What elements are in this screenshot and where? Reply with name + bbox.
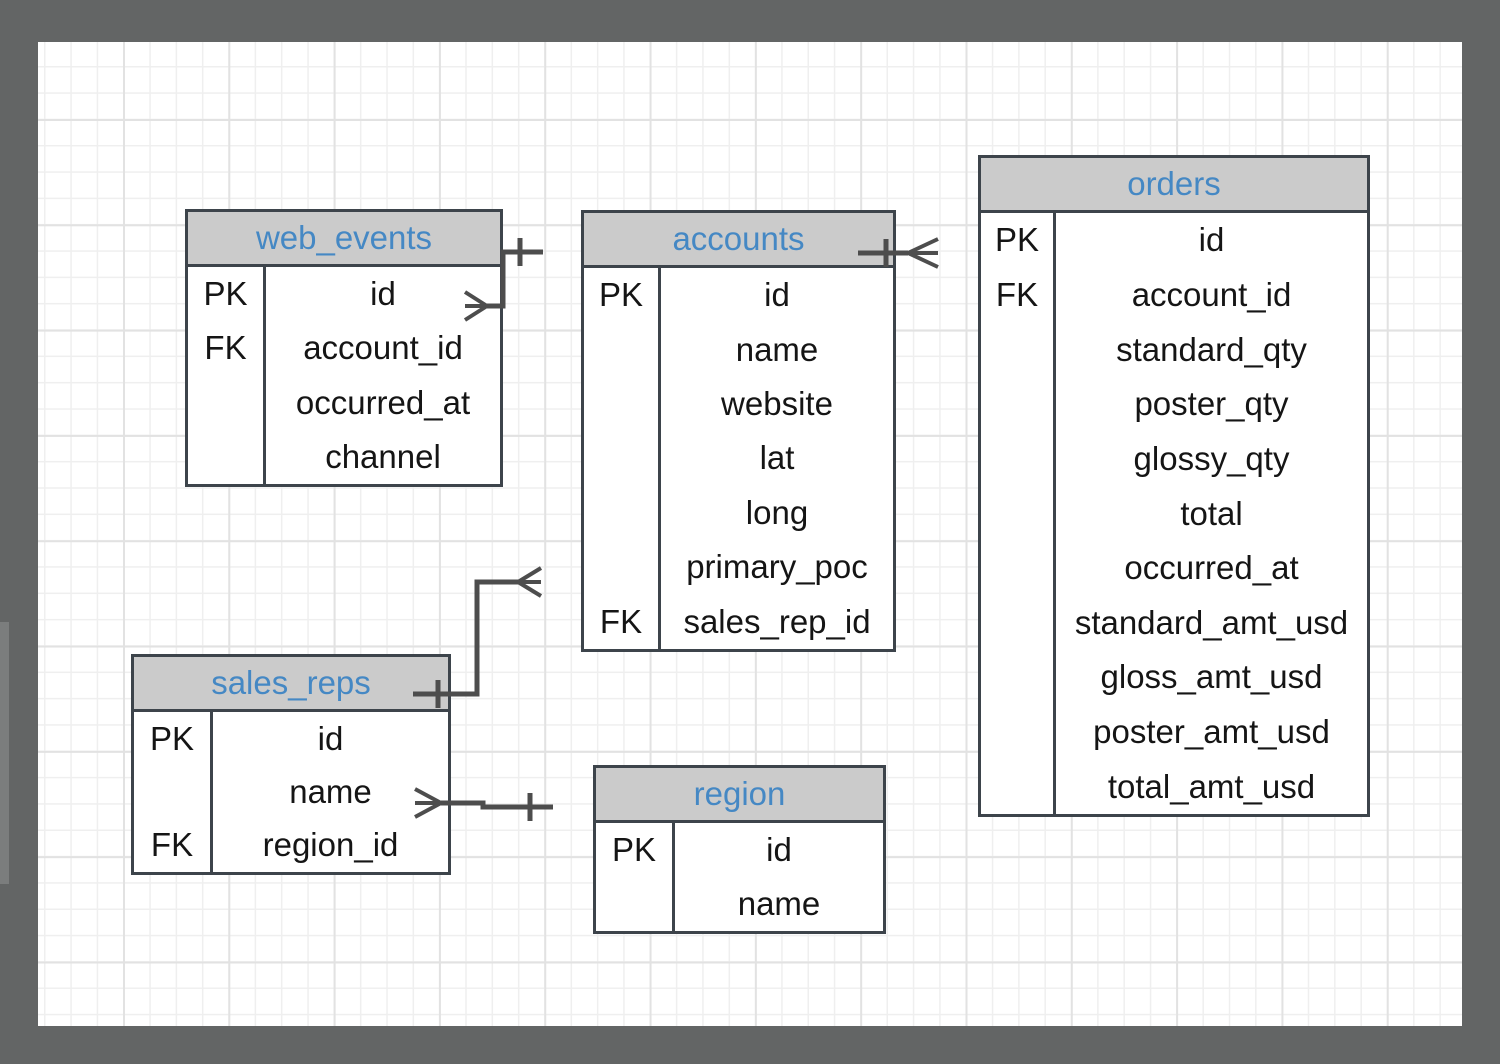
table-body: PK id name — [596, 823, 883, 931]
key-cell — [981, 540, 1056, 596]
field-cell: long — [745, 493, 809, 531]
table-row: gloss_amt_usd — [981, 650, 1367, 705]
table-row: standard_amt_usd — [981, 595, 1367, 651]
field-cell: standard_amt_usd — [1074, 603, 1349, 641]
table-body: PK id name FK region_id — [134, 712, 448, 872]
key-cell — [981, 376, 1056, 432]
table-row: PK id — [188, 267, 500, 322]
field-cell: gloss_amt_usd — [1100, 658, 1323, 696]
table-title: accounts — [584, 213, 893, 268]
field-cell: sales_rep_id — [683, 602, 871, 640]
field-cell: channel — [325, 437, 441, 475]
table-row: poster_qty — [981, 376, 1367, 432]
entity-table-sales-reps: sales_reps PK id name FK region_id — [131, 654, 451, 875]
field-cell: lat — [759, 439, 795, 477]
table-row: PK id — [134, 712, 448, 766]
table-row: name — [134, 765, 448, 819]
key-cell — [981, 431, 1056, 487]
field-cell: poster_qty — [1134, 385, 1289, 423]
table-row: glossy_qty — [981, 431, 1367, 487]
key-cell — [584, 376, 661, 432]
table-row: total — [981, 486, 1367, 541]
key-cell — [981, 486, 1056, 541]
table-row: occurred_at — [981, 540, 1367, 596]
table-row: website — [584, 376, 893, 432]
key-cell — [981, 759, 1056, 815]
key-cell — [584, 540, 661, 595]
field-cell: website — [721, 385, 833, 423]
diagram-grid-canvas: web_events PK id FK account_id occurred_… — [38, 42, 1462, 1026]
table-body: PK id FK account_id occurred_at channel — [188, 267, 500, 484]
key-cell — [584, 431, 661, 486]
key-cell — [584, 322, 661, 377]
window-edge-artifact — [0, 622, 9, 884]
field-cell: name — [737, 885, 821, 922]
table-row: FK account_id — [981, 267, 1367, 323]
table-row: occurred_at — [188, 375, 500, 430]
field-cell: occurred_at — [1124, 549, 1299, 587]
table-row: poster_amt_usd — [981, 704, 1367, 760]
table-row: PK id — [596, 823, 883, 877]
field-cell: name — [735, 330, 819, 368]
table-row: PK id — [981, 213, 1367, 268]
key-cell — [584, 485, 661, 541]
key-cell: PK — [584, 268, 661, 323]
key-cell: FK — [981, 267, 1056, 323]
table-row: PK id — [584, 268, 893, 323]
table-row: FK account_id — [188, 321, 500, 376]
key-cell — [981, 322, 1056, 377]
table-title: web_events — [188, 212, 500, 267]
field-cell: id — [766, 831, 792, 868]
table-title: sales_reps — [134, 657, 448, 712]
key-cell: PK — [596, 823, 675, 877]
table-row: total_amt_usd — [981, 759, 1367, 815]
table-row: name — [584, 322, 893, 377]
table-title: region — [596, 768, 883, 823]
field-cell: account_id — [1131, 275, 1292, 313]
field-cell: total — [1180, 494, 1243, 532]
key-cell: FK — [584, 594, 661, 649]
entity-table-accounts: accounts PK id name website lat — [581, 210, 896, 652]
key-cell — [188, 429, 266, 484]
table-body: PK id name website lat long — [584, 268, 893, 649]
table-row: name — [596, 877, 883, 931]
field-cell: account_id — [303, 329, 463, 367]
field-cell: id — [317, 719, 344, 757]
field-cell: poster_amt_usd — [1093, 713, 1330, 751]
field-cell: id — [1198, 221, 1225, 259]
table-row: standard_qty — [981, 322, 1367, 377]
entity-table-web-events: web_events PK id FK account_id occurred_… — [185, 209, 503, 487]
table-row: primary_poc — [584, 540, 893, 595]
table-row: FK region_id — [134, 818, 448, 872]
key-cell: FK — [188, 321, 266, 376]
key-cell — [188, 375, 266, 430]
table-row: FK sales_rep_id — [584, 594, 893, 649]
field-cell: id — [764, 276, 790, 314]
key-cell: FK — [134, 818, 213, 872]
field-cell: glossy_qty — [1133, 439, 1290, 477]
field-cell: occurred_at — [295, 383, 471, 421]
field-cell: total_amt_usd — [1107, 767, 1316, 805]
table-title: orders — [981, 158, 1367, 213]
field-cell: id — [370, 275, 396, 313]
key-cell — [596, 877, 675, 931]
key-cell — [981, 704, 1056, 760]
table-body: PK id FK account_id standard_qty poster_… — [981, 213, 1367, 815]
field-cell: primary_poc — [686, 548, 868, 586]
field-cell: region_id — [262, 826, 399, 864]
key-cell: PK — [134, 712, 213, 766]
field-cell: name — [289, 772, 372, 810]
key-cell: PK — [981, 213, 1056, 268]
key-cell — [981, 650, 1056, 705]
table-row: long — [584, 485, 893, 541]
table-row: lat — [584, 431, 893, 486]
entity-table-region: region PK id name — [593, 765, 886, 934]
key-cell — [134, 765, 213, 819]
key-cell: PK — [188, 267, 266, 322]
field-cell: standard_qty — [1116, 330, 1307, 368]
entity-table-orders: orders PK id FK account_id standard_qty … — [978, 155, 1370, 817]
table-row: channel — [188, 429, 500, 484]
key-cell — [981, 595, 1056, 651]
